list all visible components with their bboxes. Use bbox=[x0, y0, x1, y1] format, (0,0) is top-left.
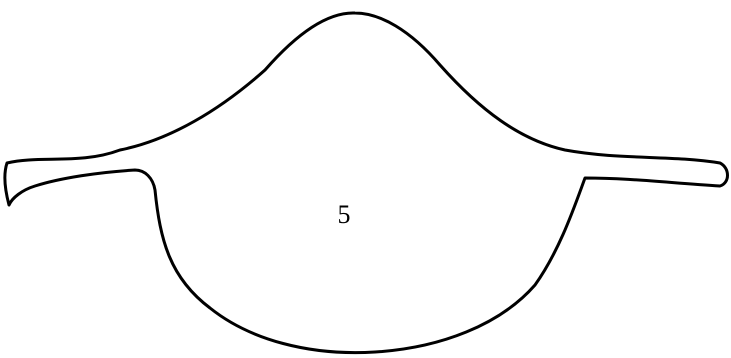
shape-outline-path bbox=[5, 13, 728, 353]
region-number-label: 5 bbox=[332, 200, 356, 230]
